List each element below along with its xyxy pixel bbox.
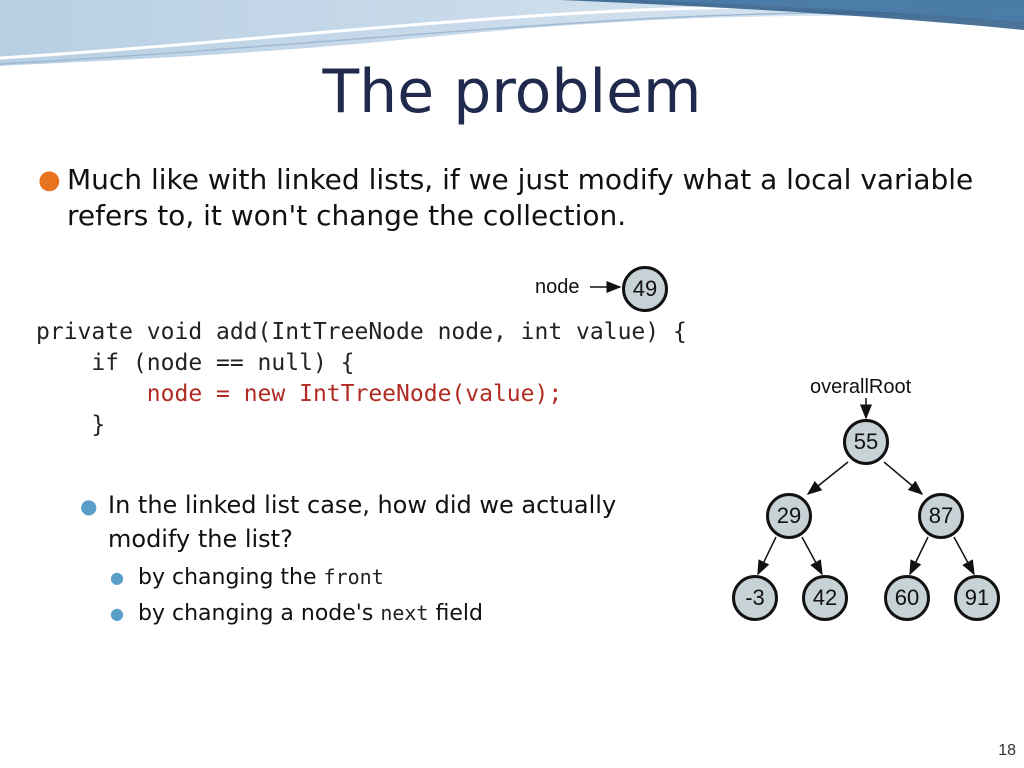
node-label: node <box>535 276 580 298</box>
tree-node-right-right: 91 <box>954 575 1000 621</box>
overall-root-label: overallRoot <box>810 376 912 398</box>
tree-node-left: 29 <box>766 493 812 539</box>
tree-node-left-left: -3 <box>732 575 778 621</box>
tree-node-root: 55 <box>843 419 889 465</box>
sub-bullet-text: In the linked list case, how did we actu… <box>108 491 617 553</box>
sub-item-dot-icon: ● <box>110 568 124 587</box>
code-block: private void add(IntTreeNode node, int v… <box>36 317 687 441</box>
slide-title: The problem <box>322 57 702 127</box>
bullet-dot-icon: ● <box>38 165 61 195</box>
sub-item-text: by changing a node's <box>138 601 381 626</box>
sub-bullet-dot-icon: ● <box>80 494 98 518</box>
sub-item-front: ● by changing the front <box>110 562 384 593</box>
sub-item-code: next <box>380 601 429 625</box>
sub-item-next: ● by changing a node's next field <box>110 598 483 629</box>
sub-item-dot-icon: ● <box>110 604 124 623</box>
edge-29-42 <box>801 536 823 576</box>
edge-55-29 <box>806 461 849 495</box>
edge-29-neg3 <box>757 536 777 576</box>
edge-87-91 <box>953 536 975 576</box>
tree-node-left-right: 42 <box>802 575 848 621</box>
code-line-1: private void add(IntTreeNode node, int v… <box>36 319 687 345</box>
sub-bullet: ● In the linked list case, how did we ac… <box>80 488 640 556</box>
code-line-2: if (node == null) { <box>36 350 355 376</box>
header-swoosh-decoration <box>0 0 1024 66</box>
main-bullet: ● Much like with linked lists, if we jus… <box>38 162 998 234</box>
code-line-4: } <box>36 412 106 438</box>
sub-item-suffix: field <box>428 601 483 626</box>
main-bullet-text: Much like with linked lists, if we just … <box>67 163 974 232</box>
page-number: 18 <box>998 742 1016 759</box>
tree-node-right-left: 60 <box>884 575 930 621</box>
tree-node-right: 87 <box>918 493 964 539</box>
sub-item-text: by changing the <box>138 565 324 590</box>
edge-55-87 <box>883 461 924 495</box>
edge-87-60 <box>909 536 929 576</box>
code-line-3: node = new IntTreeNode(value); <box>146 381 563 407</box>
node-49: 49 <box>622 266 668 312</box>
sub-item-code: front <box>323 565 384 589</box>
